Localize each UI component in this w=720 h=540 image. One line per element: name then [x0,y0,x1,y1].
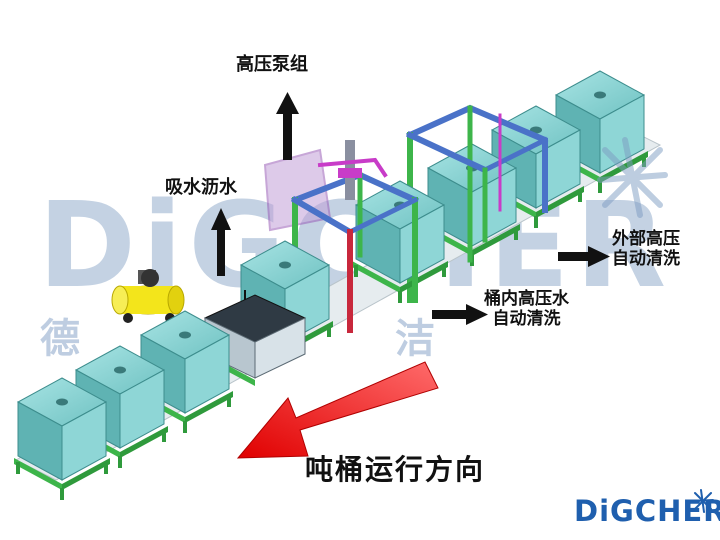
air-compressor [111,269,185,323]
inner-wash-arrow [432,304,488,325]
suction-arrow [211,208,231,276]
label-suction: 吸水沥水 [165,177,237,198]
label-pump-group: 高压泵组 [236,54,308,75]
logo-star-icon [692,489,714,513]
brand-logo: DiGCHER [574,492,720,536]
inner-wash-frame [263,140,419,333]
label-outer-wash: 外部高压 自动清洗 [612,229,680,269]
direction-arrow [236,361,439,459]
watermark-char-1: 德 [40,316,80,362]
label-direction: 吨桶运行方向 [305,453,486,486]
logo-text: DiGCHER [574,494,720,528]
pump-group-arrow [276,92,299,160]
watermark-star [597,137,668,218]
tote-near-3 [13,377,111,501]
outer-wash-arrow [558,246,610,267]
label-inner-wash: 桶内高压水 自动清洗 [484,289,569,329]
watermark-char-3: 洁 [395,316,435,362]
